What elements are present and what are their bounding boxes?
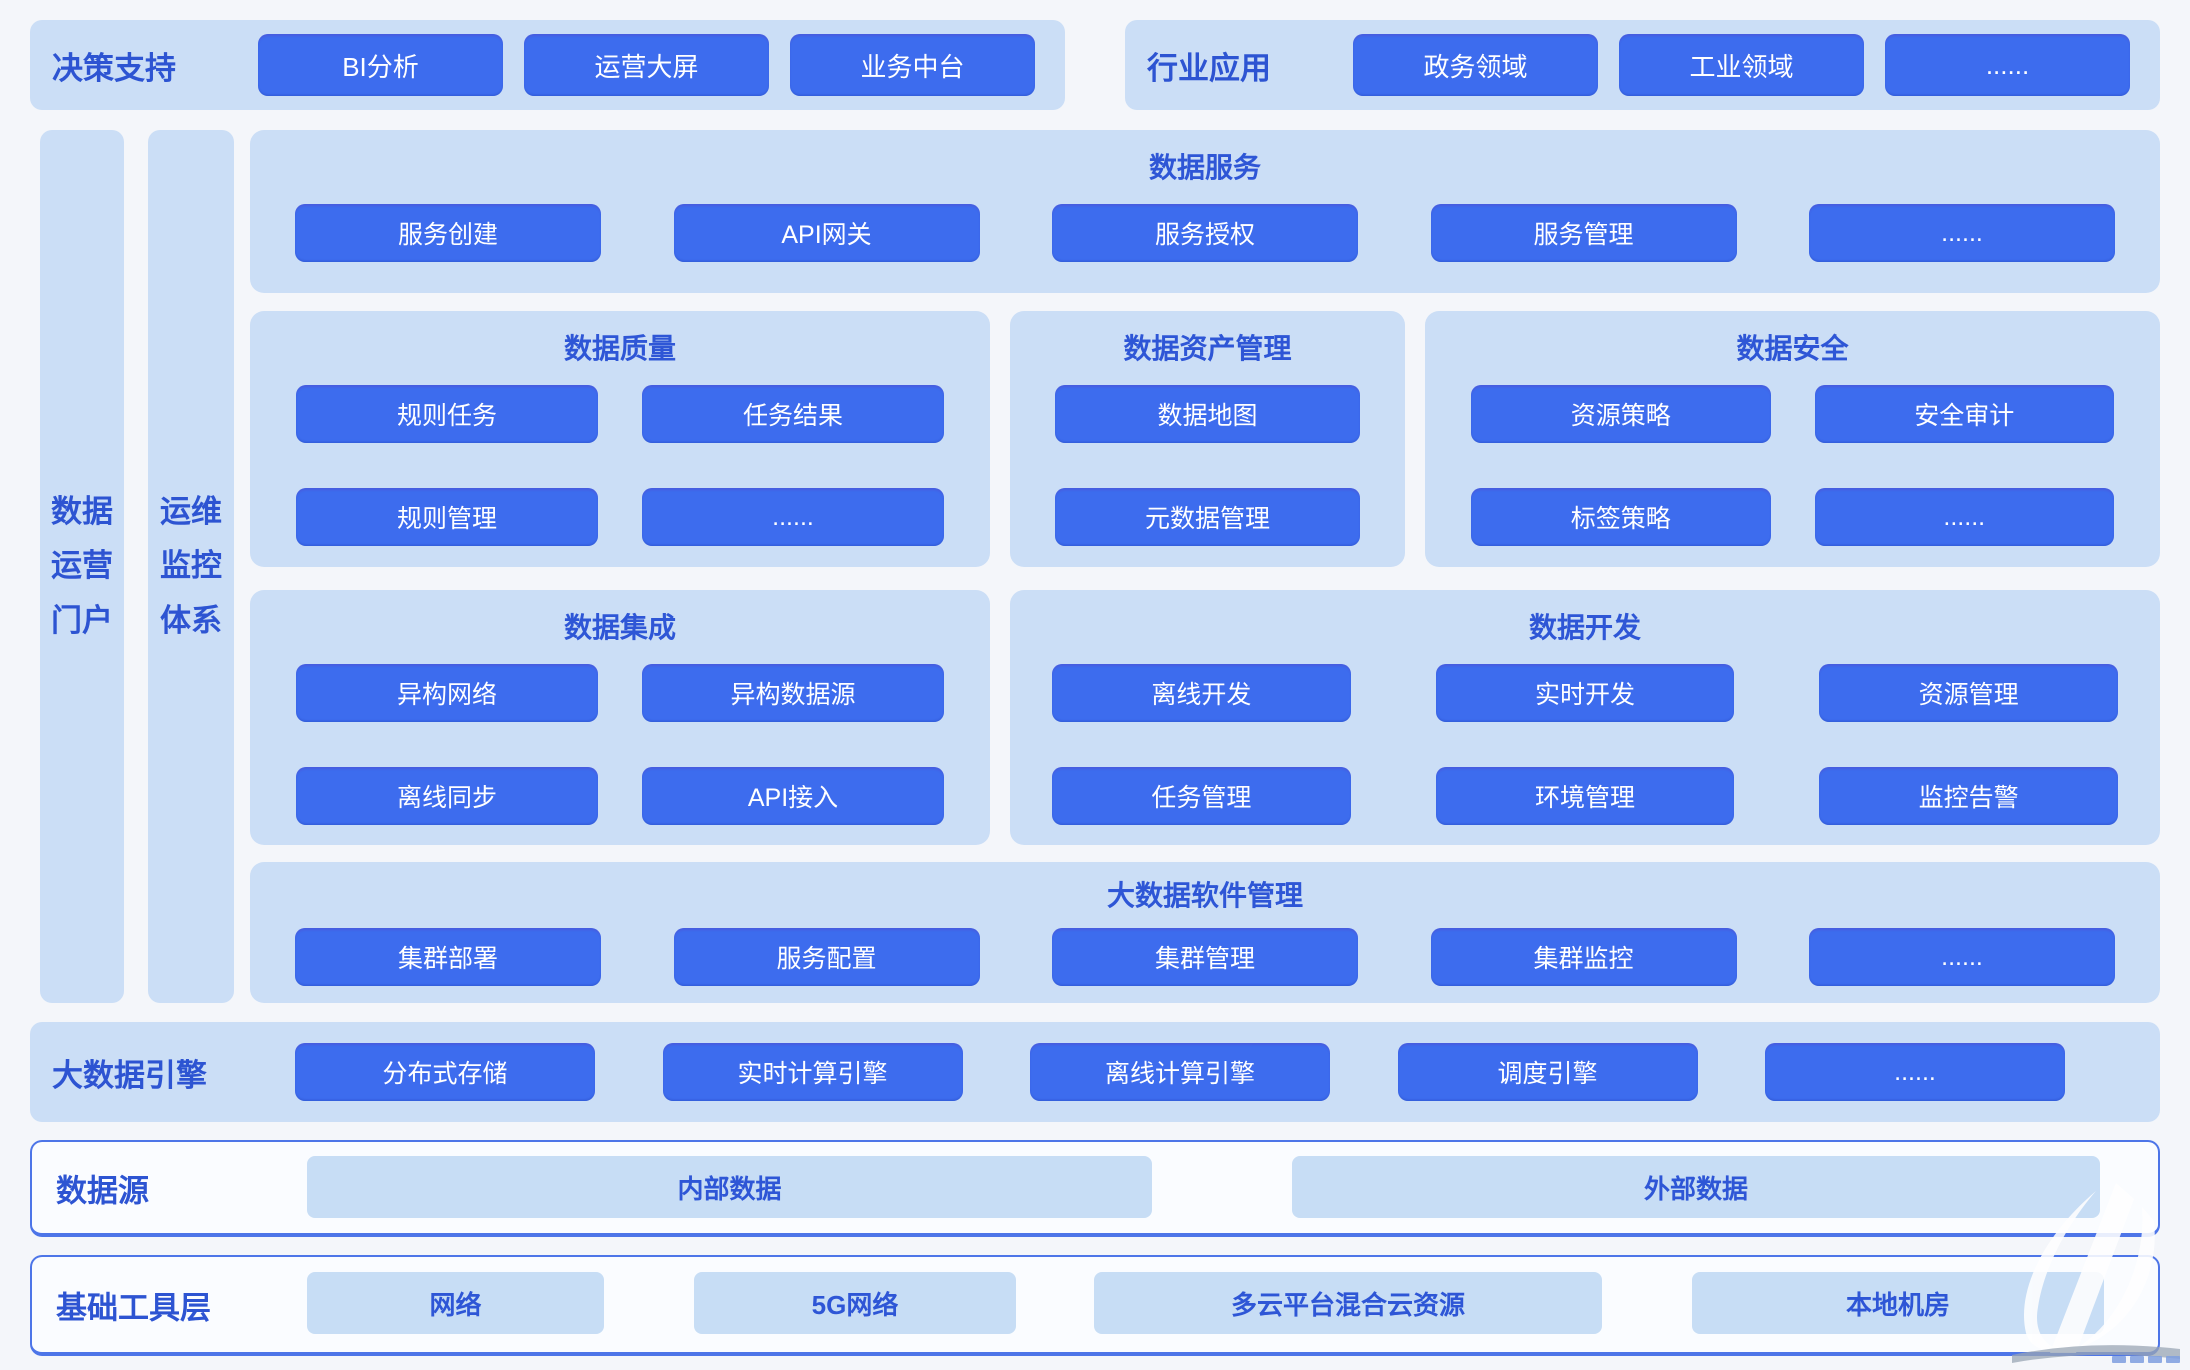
engine-button-offline-compute[interactable]: 离线计算引擎 — [1030, 1043, 1330, 1101]
decision-button-business-platform[interactable]: 业务中台 — [790, 34, 1035, 96]
decision-button-bi-analysis[interactable]: BI分析 — [258, 34, 503, 96]
data-integration-panel: 数据集成 异构网络 异构数据源 离线同步 API接入 — [250, 590, 990, 845]
data-source-row: 数据源 内部数据 外部数据 — [30, 1140, 2160, 1237]
data-source-label: 数据源 — [56, 1173, 149, 1208]
data-integration-buttons: 异构网络 异构数据源 离线同步 API接入 — [250, 664, 990, 825]
bigdata-mgmt-button-cluster-deploy[interactable]: 集群部署 — [295, 928, 601, 986]
decision-support-label: 决策支持 — [52, 50, 176, 86]
engine-button-scheduler[interactable]: 调度引擎 — [1397, 1043, 1698, 1101]
data-asset-button-data-map[interactable]: 数据地图 — [1055, 385, 1360, 443]
watermark-logo — [1984, 1173, 2190, 1370]
sidebar-ops-monitoring: 运维监控体系 — [148, 130, 234, 1003]
bigdata-engine-label: 大数据引擎 — [52, 1057, 207, 1093]
data-security-button-more[interactable]: ...... — [1814, 488, 2114, 546]
industry-button-government[interactable]: 政务领域 — [1353, 34, 1598, 96]
data-asset-buttons: 数据地图 元数据管理 — [1010, 385, 1405, 546]
data-service-button-authorize[interactable]: 服务授权 — [1052, 204, 1358, 262]
data-asset-button-metadata[interactable]: 元数据管理 — [1055, 488, 1360, 546]
data-dev-button-env-manage[interactable]: 环境管理 — [1435, 767, 1735, 825]
data-security-buttons: 资源策略 安全审计 标签策略 ...... — [1425, 385, 2160, 546]
bigdata-mgmt-title: 大数据软件管理 — [1106, 880, 1303, 911]
engine-button-realtime-compute[interactable]: 实时计算引擎 — [662, 1043, 963, 1101]
data-service-button-create[interactable]: 服务创建 — [295, 204, 601, 262]
data-service-title: 数据服务 — [1148, 152, 1261, 183]
data-service-button-api-gateway[interactable]: API网关 — [673, 204, 980, 262]
data-integration-button-hetero-network[interactable]: 异构网络 — [296, 664, 598, 722]
decision-support-panel: 决策支持 BI分析 运营大屏 业务中台 — [30, 20, 1065, 110]
data-quality-button-more[interactable]: ...... — [642, 488, 944, 546]
industry-button-industrial[interactable]: 工业领域 — [1619, 34, 1864, 96]
data-asset-title: 数据资产管理 — [1123, 333, 1292, 364]
data-dev-title: 数据开发 — [1528, 612, 1641, 643]
sidebar-data-operation-portal-label: 数据运营门户 — [51, 494, 113, 638]
bigdata-mgmt-button-more[interactable]: ...... — [1809, 928, 2115, 986]
bigdata-mgmt-button-cluster-monitor[interactable]: 集群监控 — [1430, 928, 1737, 986]
data-security-button-resource-policy[interactable]: 资源策略 — [1471, 385, 1771, 443]
data-quality-panel: 数据质量 规则任务 任务结果 规则管理 ...... — [250, 311, 990, 567]
data-integration-title: 数据集成 — [563, 612, 676, 643]
data-integration-button-hetero-source[interactable]: 异构数据源 — [642, 664, 944, 722]
bigdata-engine-buttons: 分布式存储 实时计算引擎 离线计算引擎 调度引擎 ...... — [295, 1043, 2065, 1101]
bigdata-mgmt-button-service-config[interactable]: 服务配置 — [673, 928, 980, 986]
data-dev-button-offline-dev[interactable]: 离线开发 — [1052, 664, 1351, 722]
chip-network[interactable]: 网络 — [307, 1272, 604, 1334]
data-service-buttons: 服务创建 API网关 服务授权 服务管理 ...... — [250, 204, 2160, 262]
data-quality-button-rule-manage[interactable]: 规则管理 — [296, 488, 598, 546]
data-asset-panel: 数据资产管理 数据地图 元数据管理 — [1010, 311, 1405, 567]
chip-internal-data[interactable]: 内部数据 — [307, 1156, 1152, 1218]
data-quality-title: 数据质量 — [563, 333, 676, 364]
data-integration-button-offline-sync[interactable]: 离线同步 — [296, 767, 598, 825]
bigdata-engine-panel: 大数据引擎 分布式存储 实时计算引擎 离线计算引擎 调度引擎 ...... — [30, 1022, 2160, 1122]
data-quality-buttons: 规则任务 任务结果 规则管理 ...... — [250, 385, 990, 546]
data-dev-buttons: 离线开发 实时开发 资源管理 任务管理 环境管理 监控告警 — [1010, 664, 2160, 825]
industry-apps-buttons: 政务领域 工业领域 ...... — [1353, 34, 2130, 96]
bigdata-mgmt-button-cluster-manage[interactable]: 集群管理 — [1052, 928, 1358, 986]
bigdata-mgmt-panel: 大数据软件管理 集群部署 服务配置 集群管理 集群监控 ...... — [250, 862, 2160, 1003]
chip-external-data[interactable]: 外部数据 — [1292, 1156, 2100, 1218]
infra-layer-label: 基础工具层 — [56, 1290, 211, 1325]
chip-5g-network[interactable]: 5G网络 — [694, 1272, 1016, 1334]
data-integration-button-api-access[interactable]: API接入 — [642, 767, 944, 825]
industry-apps-label: 行业应用 — [1147, 50, 1271, 86]
sidebar-ops-monitoring-label: 运维监控体系 — [160, 494, 222, 638]
data-dev-button-monitor-alert[interactable]: 监控告警 — [1819, 767, 2118, 825]
data-dev-button-task-manage[interactable]: 任务管理 — [1052, 767, 1351, 825]
data-security-panel: 数据安全 资源策略 安全审计 标签策略 ...... — [1425, 311, 2160, 567]
data-security-button-tag-policy[interactable]: 标签策略 — [1471, 488, 1771, 546]
data-dev-panel: 数据开发 离线开发 实时开发 资源管理 任务管理 环境管理 监控告警 — [1010, 590, 2160, 845]
industry-button-more[interactable]: ...... — [1885, 34, 2130, 96]
data-quality-button-rule-task[interactable]: 规则任务 — [296, 385, 598, 443]
bigdata-mgmt-buttons: 集群部署 服务配置 集群管理 集群监控 ...... — [250, 928, 2160, 986]
infra-layer-row: 基础工具层 网络 5G网络 多云平台混合云资源 本地机房 — [30, 1255, 2160, 1356]
data-service-button-manage[interactable]: 服务管理 — [1430, 204, 1737, 262]
decision-button-ops-screen[interactable]: 运营大屏 — [524, 34, 769, 96]
decision-support-buttons: BI分析 运营大屏 业务中台 — [258, 34, 1035, 96]
data-dev-button-realtime-dev[interactable]: 实时开发 — [1435, 664, 1735, 722]
engine-button-distributed-storage[interactable]: 分布式存储 — [295, 1043, 595, 1101]
chip-multicloud-hybrid[interactable]: 多云平台混合云资源 — [1094, 1272, 1602, 1334]
data-quality-button-task-result[interactable]: 任务结果 — [642, 385, 944, 443]
data-security-title: 数据安全 — [1736, 333, 1849, 364]
data-security-button-audit[interactable]: 安全审计 — [1814, 385, 2114, 443]
sidebar-data-operation-portal: 数据运营门户 — [40, 130, 124, 1003]
data-service-button-more[interactable]: ...... — [1809, 204, 2115, 262]
data-dev-button-resource-manage[interactable]: 资源管理 — [1819, 664, 2118, 722]
data-service-panel: 数据服务 服务创建 API网关 服务授权 服务管理 ...... — [250, 130, 2160, 293]
industry-apps-panel: 行业应用 政务领域 工业领域 ...... — [1125, 20, 2160, 110]
engine-button-more[interactable]: ...... — [1765, 1043, 2065, 1101]
